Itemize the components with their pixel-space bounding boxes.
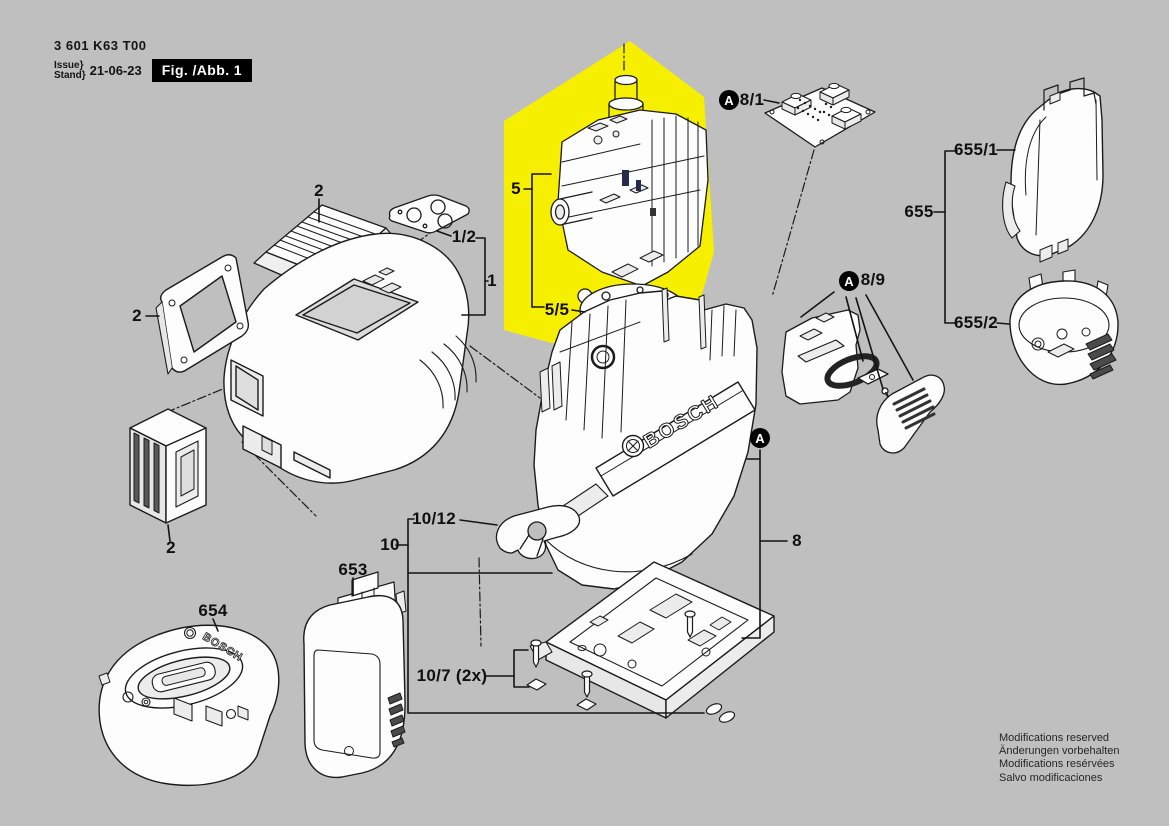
- drawing-header: 3 601 K63 T00 Issue} Stand} 21-06-23 Fig…: [54, 38, 252, 82]
- part-pcb-drawing[interactable]: [764, 82, 876, 148]
- issue-date: 21-06-23: [89, 63, 142, 78]
- type-number: 3 601 K63 T00: [54, 38, 147, 53]
- variant-a-marker: A: [719, 90, 739, 110]
- part-battery-door-group-drawing[interactable]: [781, 309, 946, 454]
- part-adapter-shell-drawing[interactable]: [1002, 77, 1104, 263]
- callout-battery-door[interactable]: 8/9: [860, 270, 886, 289]
- callout-battery-pack[interactable]: 653: [338, 560, 368, 579]
- part-screws-pads-drawing[interactable]: [526, 610, 736, 724]
- part-battery-pack-drawing[interactable]: [303, 571, 407, 779]
- callout-housing-cover[interactable]: 1: [487, 271, 497, 290]
- issue-stand-label: Issue} Stand}: [54, 59, 86, 81]
- variant-a-marker: A: [750, 428, 770, 448]
- variant-a-marker: A: [839, 271, 859, 291]
- part-chassis-drawing[interactable]: BOSCH: [533, 287, 758, 590]
- leader-lines: [145, 99, 1016, 714]
- callout-laser-module[interactable]: 5: [511, 179, 521, 198]
- callout-charger[interactable]: 654: [198, 601, 228, 620]
- callout-pcb-board[interactable]: 8/1: [739, 90, 765, 109]
- legal-note: Modifications reserved Änderungen vorbeh…: [999, 732, 1120, 784]
- part-base-cap-drawing[interactable]: [1009, 269, 1119, 386]
- callout-screw-set[interactable]: 10/7 (2x): [416, 666, 488, 685]
- part-window-glass-drawing[interactable]: [129, 408, 207, 524]
- callout-window-frame[interactable]: 2: [132, 306, 142, 325]
- callout-adapter-shell[interactable]: 655/1: [953, 140, 999, 159]
- figure-label: Fig. /Abb. 1: [151, 59, 252, 82]
- part-keypad-membrane-drawing[interactable]: [388, 194, 470, 234]
- part-base-plate-drawing[interactable]: [529, 561, 775, 719]
- callout-mounting-ring[interactable]: 5/5: [544, 300, 570, 319]
- part-window-frame-drawing[interactable]: [155, 254, 250, 375]
- part-clip-drawing[interactable]: [495, 504, 581, 560]
- callout-top-cover[interactable]: 2: [314, 181, 324, 200]
- part-laser-module-drawing[interactable]: [550, 74, 709, 287]
- callout-keypad-membrane[interactable]: 1/2: [451, 227, 477, 246]
- callout-chassis-assembly[interactable]: 8: [792, 531, 802, 550]
- callout-window-glass[interactable]: 2: [166, 538, 176, 557]
- callout-base-cap[interactable]: 655/2: [953, 313, 999, 332]
- part-housing-cover-drawing[interactable]: [223, 232, 477, 484]
- callout-adapter-set[interactable]: 655: [904, 202, 934, 221]
- part-charger-drawing[interactable]: BOSCH: [98, 624, 280, 786]
- callout-clip[interactable]: 10/12: [411, 509, 457, 528]
- callout-base-set[interactable]: 10: [380, 535, 400, 554]
